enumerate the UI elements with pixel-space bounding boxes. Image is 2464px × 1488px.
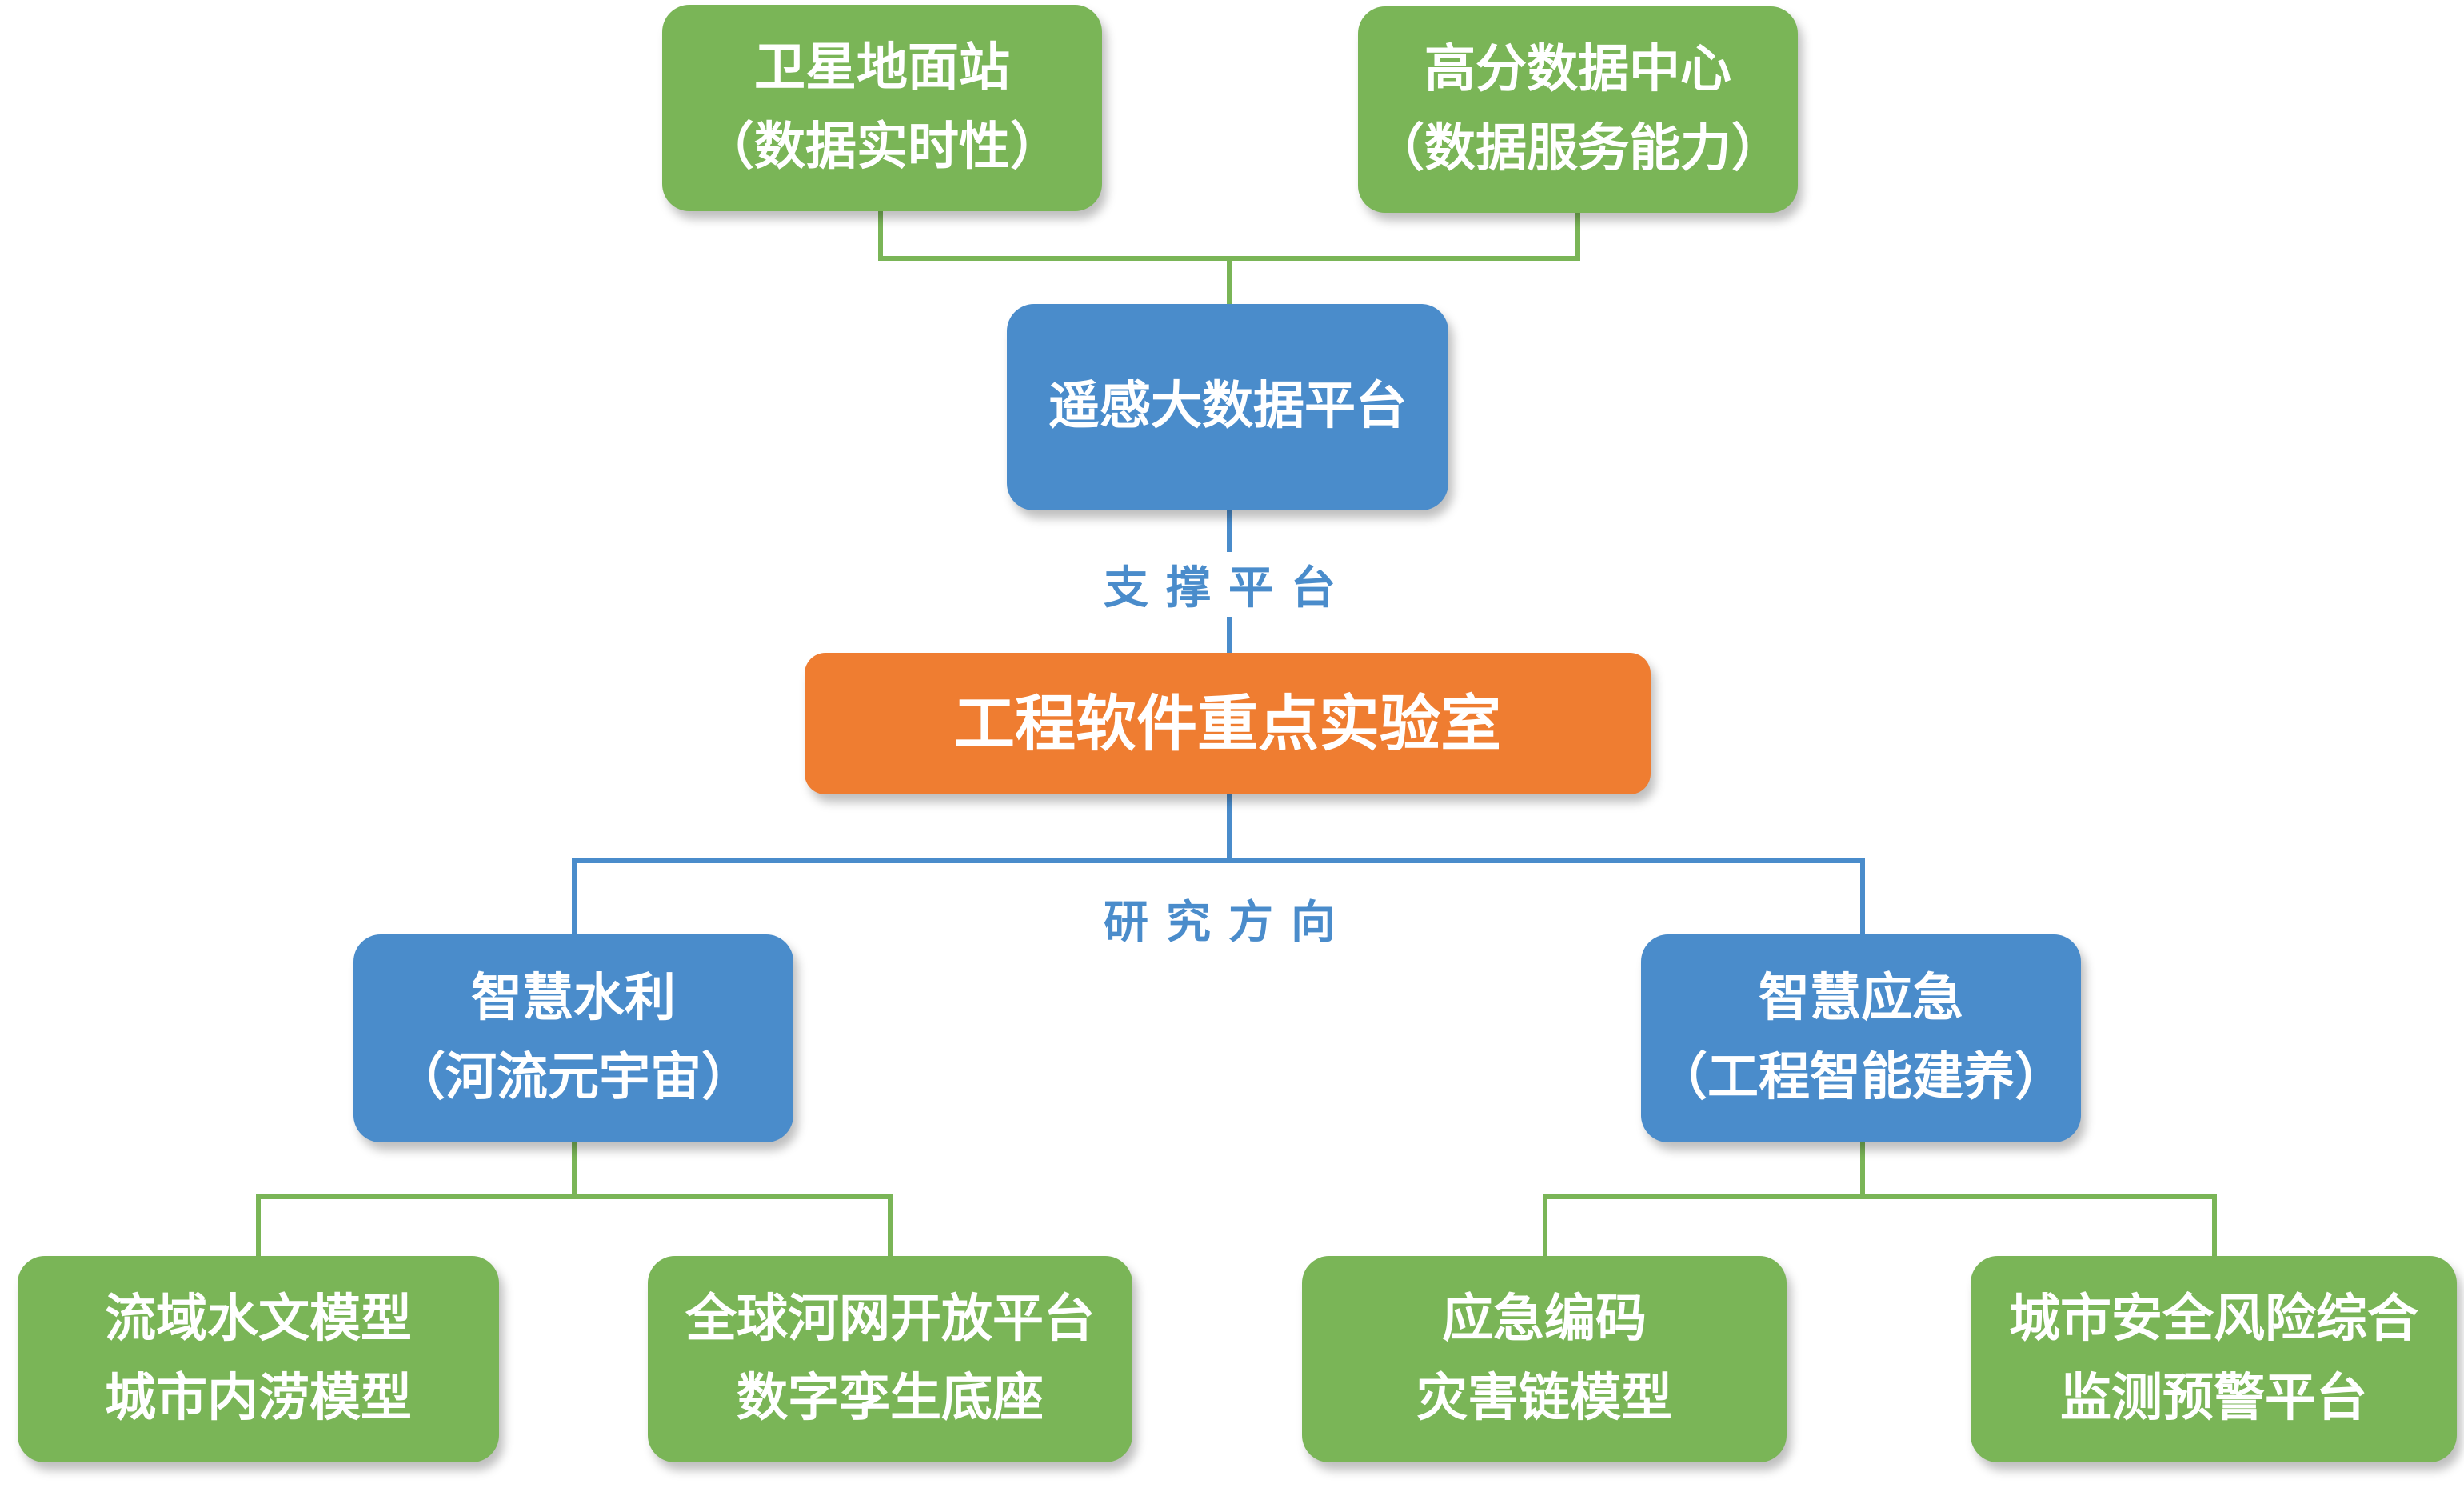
node-hires-data-center-subtitle: （数据服务能力） — [1373, 119, 1783, 178]
node-hires-data-center: 高分数据中心 （数据服务能力） — [1358, 6, 1798, 213]
node-global-river-network: 全球河网开放平台 数字孪生底座 — [648, 1256, 1132, 1462]
node-rs-bigdata-platform-title: 遥感大数据平台 — [1048, 377, 1407, 437]
node-basin-hydrology-model: 流域水文模型 城市内涝模型 — [18, 1256, 499, 1462]
node-satellite-ground-station: 卫星地面站 （数据实时性） — [662, 5, 1102, 211]
node-basin-hydrology-model-line2: 城市内涝模型 — [105, 1369, 412, 1428]
node-smart-emergency-subtitle: （工程智能建养） — [1656, 1048, 2066, 1107]
node-satellite-ground-station-subtitle: （数据实时性） — [703, 118, 1061, 177]
node-emergency-coding-line1: 应急编码 — [1442, 1289, 1647, 1349]
node-smart-emergency-title: 智慧应急 — [1759, 968, 1963, 1028]
node-engineering-software-lab-title: 工程软件重点实验室 — [954, 687, 1501, 759]
node-smart-emergency: 智慧应急 （工程智能建养） — [1641, 934, 2081, 1142]
node-rs-bigdata-platform: 遥感大数据平台 — [1007, 304, 1448, 510]
node-urban-safety-monitoring: 城市安全风险综合 监测预警平台 — [1971, 1256, 2457, 1462]
node-urban-safety-monitoring-line2: 监测预警平台 — [2060, 1369, 2367, 1428]
node-basin-hydrology-model-line1: 流域水文模型 — [105, 1289, 412, 1349]
node-hires-data-center-title: 高分数据中心 — [1424, 39, 1731, 99]
node-emergency-coding-line2: 灾害链模型 — [1416, 1369, 1672, 1428]
node-satellite-ground-station-title: 卫星地面站 — [754, 38, 1010, 98]
node-smart-water: 智慧水利 （河流元宇宙） — [353, 934, 793, 1142]
label-support-platform: 支撑平台 — [1086, 552, 1353, 617]
node-smart-water-title: 智慧水利 — [471, 968, 676, 1028]
node-global-river-network-line1: 全球河网开放平台 — [685, 1289, 1095, 1349]
node-urban-safety-monitoring-line1: 城市安全风险综合 — [2009, 1289, 2418, 1349]
node-global-river-network-line2: 数字孪生底座 — [737, 1369, 1044, 1428]
node-smart-water-subtitle: （河流元宇宙） — [394, 1048, 753, 1107]
node-engineering-software-lab: 工程软件重点实验室 — [805, 653, 1651, 794]
label-research-direction: 研究方向 — [1086, 886, 1353, 951]
node-emergency-coding: 应急编码 灾害链模型 — [1302, 1256, 1787, 1462]
